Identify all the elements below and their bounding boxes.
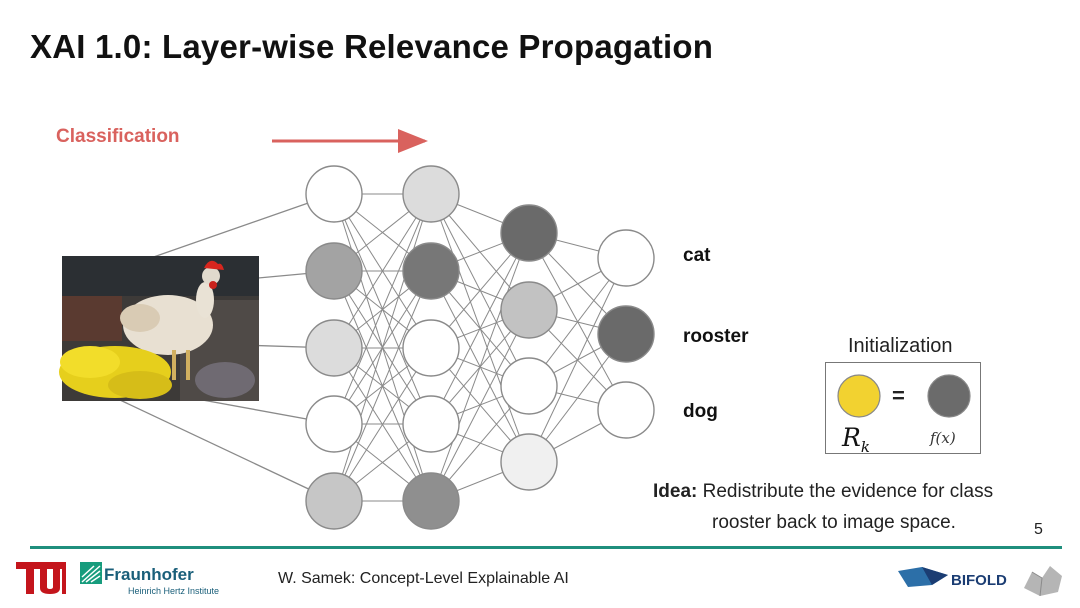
connection-line bbox=[333, 270, 432, 502]
fraunhofer-logo-icon bbox=[80, 562, 102, 584]
rooster-image bbox=[59, 256, 259, 401]
connection-line bbox=[333, 193, 432, 425]
connection-line bbox=[333, 347, 432, 502]
neuron-layer3-4 bbox=[500, 433, 558, 491]
relevance-node bbox=[837, 374, 881, 418]
neuron-layer1-5 bbox=[305, 472, 363, 530]
neuron-layer2-4 bbox=[402, 395, 460, 453]
tu-berlin-logo bbox=[16, 562, 66, 594]
initialization-title: Initialization bbox=[848, 335, 953, 357]
network-nodes bbox=[305, 165, 655, 530]
idea-text-line2: rooster back to image space. bbox=[712, 512, 956, 533]
idea-label: Idea: bbox=[653, 481, 698, 502]
connection-line bbox=[430, 232, 530, 425]
slide-title: XAI 1.0: Layer-wise Relevance Propagatio… bbox=[30, 28, 714, 65]
connection-line bbox=[430, 309, 530, 502]
bifold-logo-icon bbox=[898, 567, 948, 587]
footer-author: W. Samek: Concept-Level Explainable AI bbox=[278, 570, 569, 587]
classification-label: Classification bbox=[56, 126, 180, 147]
class-label-dog: dog bbox=[683, 401, 718, 422]
neuron-layer4-2 bbox=[597, 305, 655, 363]
neuron-layer4-1 bbox=[597, 229, 655, 287]
connection-line bbox=[528, 257, 627, 463]
class-label-rooster: rooster bbox=[683, 326, 749, 347]
bifold-name: BIFOLD bbox=[951, 572, 1007, 589]
neuron-layer3-1 bbox=[500, 204, 558, 262]
neuron-layer2-5 bbox=[402, 472, 460, 530]
neuron-layer2-2 bbox=[402, 242, 460, 300]
partner-logo-icon bbox=[1024, 566, 1062, 597]
connection-line bbox=[333, 193, 432, 502]
page-number: 5 bbox=[1034, 521, 1043, 538]
neuron-layer1-4 bbox=[305, 395, 363, 453]
neuron-layer1-1 bbox=[305, 165, 363, 223]
neuron-layer3-2 bbox=[500, 281, 558, 339]
fraunhofer-subtitle: Heinrich Hertz Institute bbox=[128, 586, 220, 596]
neuron-layer2-1 bbox=[402, 165, 460, 223]
neuron-layer1-3 bbox=[305, 319, 363, 377]
output-node bbox=[927, 374, 971, 418]
layer-connections bbox=[333, 193, 627, 502]
equals-sign: = bbox=[892, 383, 905, 408]
output-symbol: f(x) bbox=[930, 429, 956, 447]
neuron-layer3-3 bbox=[500, 357, 558, 415]
relevance-symbol: Rk bbox=[842, 423, 870, 456]
class-label-cat: cat bbox=[683, 245, 711, 266]
fraunhofer-name: Fraunhofer bbox=[104, 565, 194, 584]
connection-line bbox=[430, 232, 530, 502]
neuron-layer1-2 bbox=[305, 242, 363, 300]
idea-text-line1: Idea: Redistribute the evidence for clas… bbox=[653, 481, 994, 502]
neuron-layer4-3 bbox=[597, 381, 655, 439]
neuron-layer2-3 bbox=[402, 319, 460, 377]
initialization-box: = Rk f(x) bbox=[825, 362, 981, 456]
footer-divider bbox=[30, 546, 1062, 549]
connection-line bbox=[333, 193, 432, 349]
